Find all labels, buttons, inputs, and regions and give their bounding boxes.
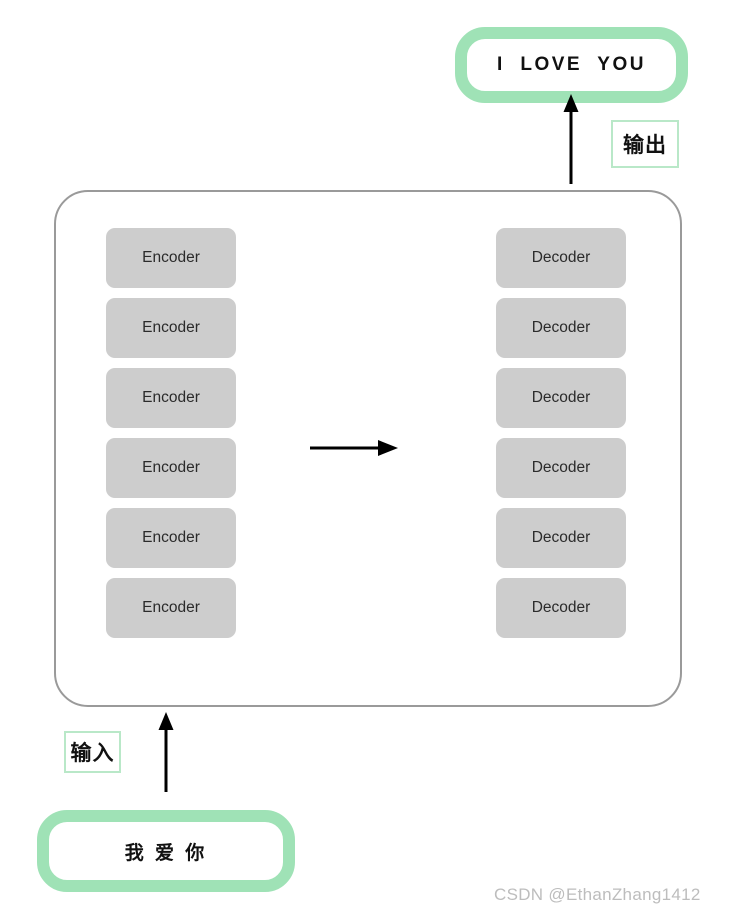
decoder-block[interactable]: Decoder — [496, 578, 626, 638]
decoder-stack: Decoder Decoder Decoder Decoder Decoder … — [496, 228, 626, 638]
encoder-block[interactable]: Encoder — [106, 508, 236, 568]
encoder-stack: Encoder Encoder Encoder Encoder Encoder … — [106, 228, 236, 638]
encoder-block[interactable]: Encoder — [106, 298, 236, 358]
output-sentence-text: I LOVE YOU — [497, 54, 646, 75]
input-label-box: 输入 — [64, 731, 121, 773]
encoder-block[interactable]: Encoder — [106, 368, 236, 428]
output-sentence-box: I LOVE YOU — [455, 27, 688, 103]
input-arrow-icon — [158, 712, 174, 792]
encoder-block[interactable]: Encoder — [106, 438, 236, 498]
output-label-text: 输出 — [623, 134, 667, 157]
decoder-block[interactable]: Decoder — [496, 438, 626, 498]
decoder-block[interactable]: Decoder — [496, 508, 626, 568]
input-sentence-box: 我 爱 你 — [37, 810, 295, 892]
input-label-text: 输入 — [70, 742, 115, 765]
encoder-block[interactable]: Encoder — [106, 228, 236, 288]
output-label-box: 输出 — [611, 120, 679, 168]
output-arrow-icon — [563, 94, 579, 184]
watermark-text: CSDN @EthanZhang1412 — [494, 885, 701, 904]
encoder-to-decoder-arrow-icon — [310, 440, 398, 456]
decoder-block[interactable]: Decoder — [496, 298, 626, 358]
input-sentence-text: 我 爱 你 — [124, 842, 208, 864]
encoder-block[interactable]: Encoder — [106, 578, 236, 638]
decoder-block[interactable]: Decoder — [496, 368, 626, 428]
decoder-block[interactable]: Decoder — [496, 228, 626, 288]
